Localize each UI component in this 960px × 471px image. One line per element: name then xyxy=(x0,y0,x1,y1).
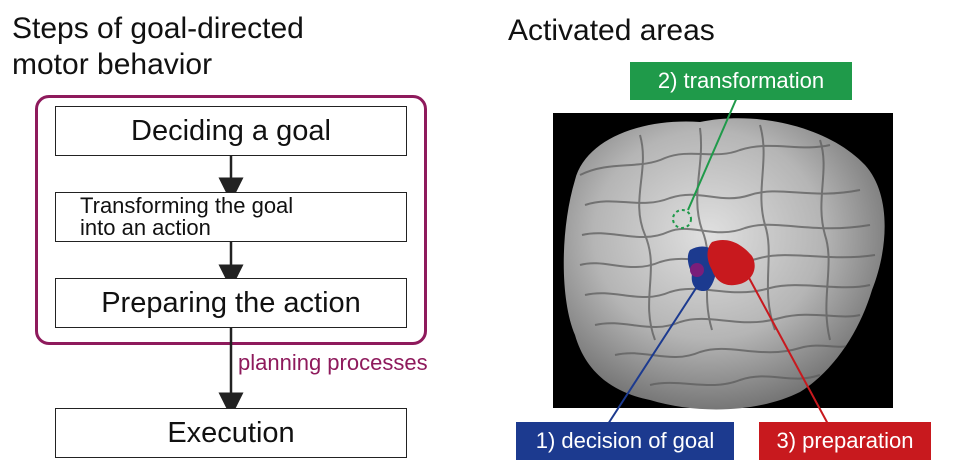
left-title-line2: motor behavior xyxy=(12,48,213,81)
planning-processes-label: planning processes xyxy=(238,350,428,375)
preparation-activation xyxy=(707,239,755,286)
decision-leader xyxy=(607,281,701,425)
step-deciding-goal: Deciding a goal xyxy=(55,106,407,156)
step-deciding-goal-label: Deciding a goal xyxy=(131,114,331,147)
transformation-marker xyxy=(672,209,692,229)
preparation-tag-label: 3) preparation xyxy=(776,428,914,453)
overlap-activation xyxy=(690,263,704,277)
decision-tag: 1) decision of goal xyxy=(516,422,734,460)
transformation-leader xyxy=(687,94,739,211)
transformation-tag: 2) transformation xyxy=(630,62,852,100)
preparation-leader xyxy=(747,275,829,425)
step-execution-label: Execution xyxy=(167,416,295,449)
step-execution: Execution xyxy=(55,408,407,458)
right-title: Activated areas xyxy=(508,14,715,47)
step-transforming-goal: Transforming the goal into an action xyxy=(55,192,407,242)
transformation-tag-label: 2) transformation xyxy=(657,68,825,93)
step-transforming-line2: into an action xyxy=(80,215,211,240)
decision-tag-label: 1) decision of goal xyxy=(535,428,715,453)
step-preparing-action-label: Preparing the action xyxy=(101,286,361,319)
preparation-tag: 3) preparation xyxy=(759,422,931,460)
step-preparing-action: Preparing the action xyxy=(55,278,407,328)
left-title-line1: Steps of goal-directed xyxy=(12,12,304,45)
step-transforming-line1: Transforming the goal xyxy=(80,193,294,218)
brain-gyri xyxy=(579,124,876,387)
